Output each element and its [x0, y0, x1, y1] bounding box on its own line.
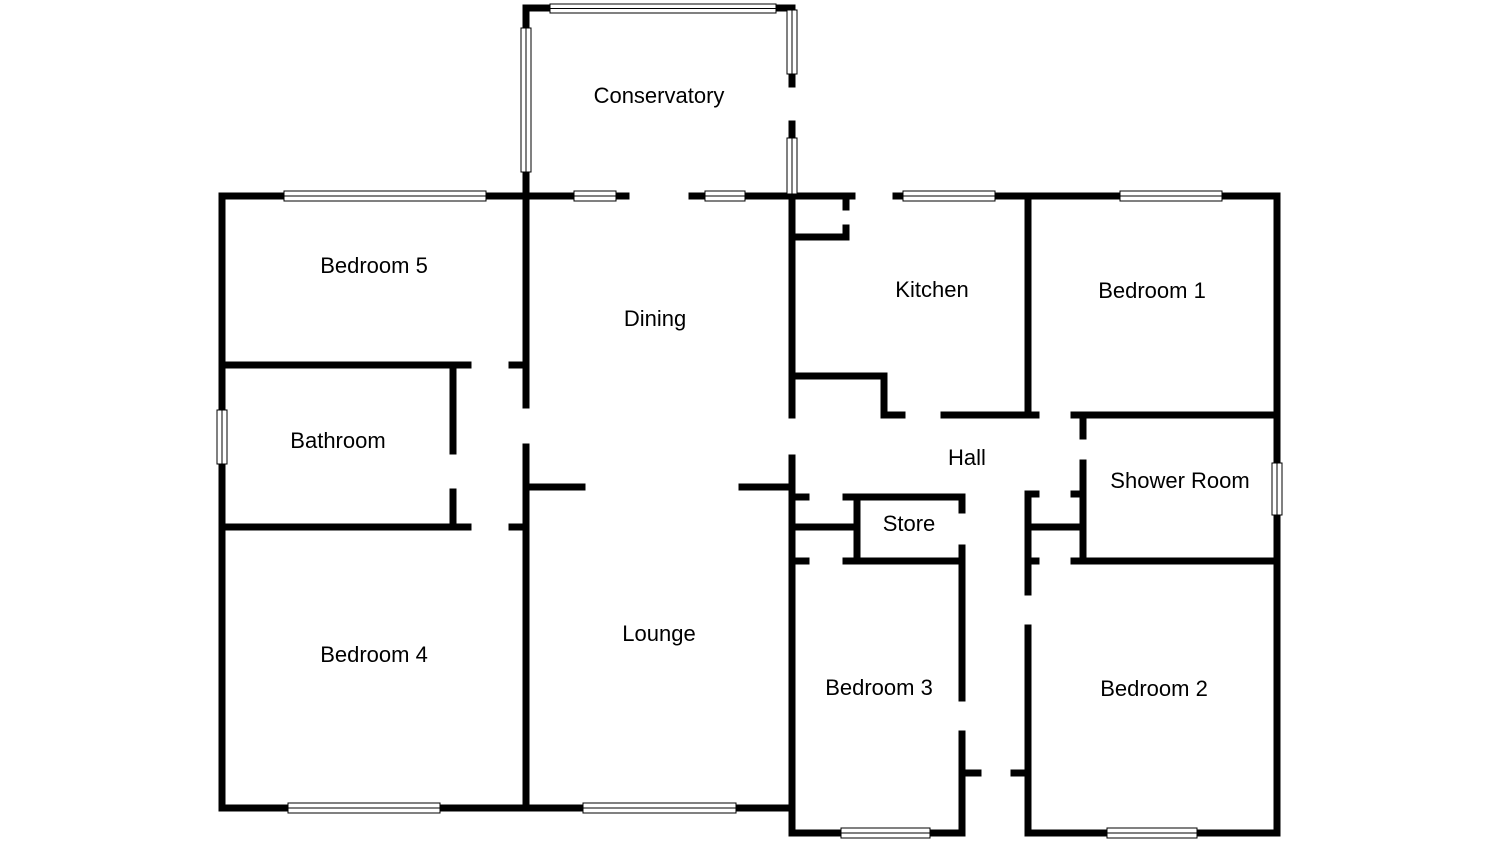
label-hall: Hall: [948, 445, 986, 470]
label-kitchen: Kitchen: [895, 277, 968, 302]
window-kitchen: [902, 190, 996, 202]
label-bedroom5: Bedroom 5: [320, 253, 428, 278]
window-bedroom4: [287, 802, 441, 814]
label-store: Store: [883, 511, 936, 536]
label-dining: Dining: [624, 306, 686, 331]
window-conservatory-right-lower: [786, 137, 798, 195]
label-bedroom3: Bedroom 3: [825, 675, 933, 700]
windows: [216, 3, 1283, 839]
window-bedroom2: [1106, 827, 1198, 839]
window-conservatory-right-upper: [786, 9, 798, 75]
window-dining-left: [573, 190, 617, 202]
label-bedroom1: Bedroom 1: [1098, 278, 1206, 303]
label-bedroom2: Bedroom 2: [1100, 676, 1208, 701]
room-labels: Conservatory Bedroom 5 Dining Kitchen Be…: [290, 83, 1249, 701]
window-bedroom5: [283, 190, 487, 202]
label-conservatory: Conservatory: [594, 83, 725, 108]
label-shower-room: Shower Room: [1110, 468, 1249, 493]
window-conservatory-top: [549, 3, 777, 14]
window-bathroom: [216, 409, 228, 465]
window-bedroom1: [1119, 190, 1223, 202]
walls: [218, 4, 1281, 837]
label-lounge: Lounge: [622, 621, 695, 646]
window-lounge: [582, 802, 737, 814]
label-bedroom4: Bedroom 4: [320, 642, 428, 667]
window-bedroom3: [840, 827, 931, 839]
window-conservatory-left: [520, 27, 532, 173]
window-dining-right: [704, 190, 746, 202]
label-bathroom: Bathroom: [290, 428, 385, 453]
window-shower-room: [1271, 462, 1283, 516]
